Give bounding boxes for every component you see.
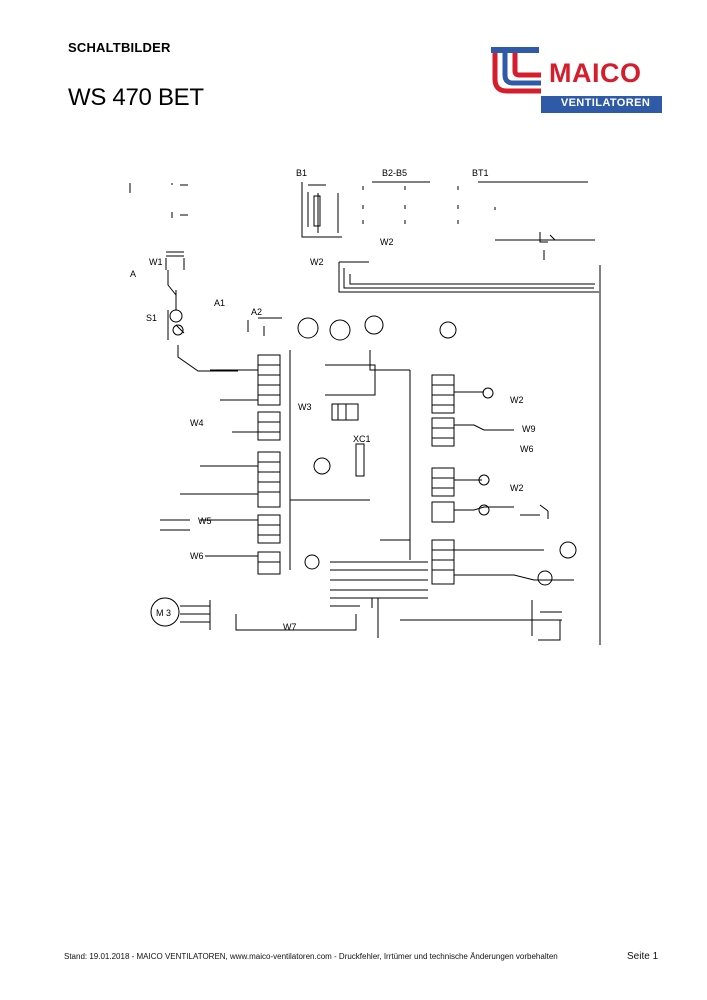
label-xc1: XC1: [353, 434, 371, 444]
logo-brand: MAICO: [549, 58, 642, 88]
label-w2-top: W2: [380, 237, 394, 247]
maico-logo-mark: [491, 47, 541, 94]
label-w9: W9: [522, 424, 536, 434]
label-w4: W4: [190, 418, 204, 428]
page-number: Seite 1: [627, 951, 659, 962]
label-a: A: [130, 269, 136, 279]
label-a1: A1: [214, 298, 225, 308]
label-s1: S1: [146, 313, 157, 323]
label-w5: W5: [198, 516, 212, 526]
logo-subtitle-bar: [541, 96, 662, 113]
label-w2-right: W2: [510, 395, 524, 405]
label-w6-left: W6: [190, 551, 204, 561]
label-w1: W1: [149, 257, 163, 267]
section-title: SCHALTBILDER: [68, 40, 171, 55]
label-a2: A2: [251, 307, 262, 317]
label-b1: B1: [296, 168, 307, 178]
label-bt1: BT1: [472, 168, 489, 178]
label-w6-right: W6: [520, 444, 534, 454]
label-w2-right2: W2: [510, 483, 524, 493]
label-w7: W7: [283, 622, 297, 632]
logo-subtitle: VENTILATOREN: [560, 97, 651, 109]
footer-text: Stand: 19.01.2018 - MAICO VENTILATOREN, …: [64, 952, 558, 961]
document-title: WS 470 BET: [68, 84, 204, 111]
label-m3: M 3: [156, 608, 171, 618]
label-w3: W3: [298, 402, 312, 412]
label-b2b5: B2-B5: [382, 168, 407, 178]
label-w2-left: W2: [310, 257, 324, 267]
